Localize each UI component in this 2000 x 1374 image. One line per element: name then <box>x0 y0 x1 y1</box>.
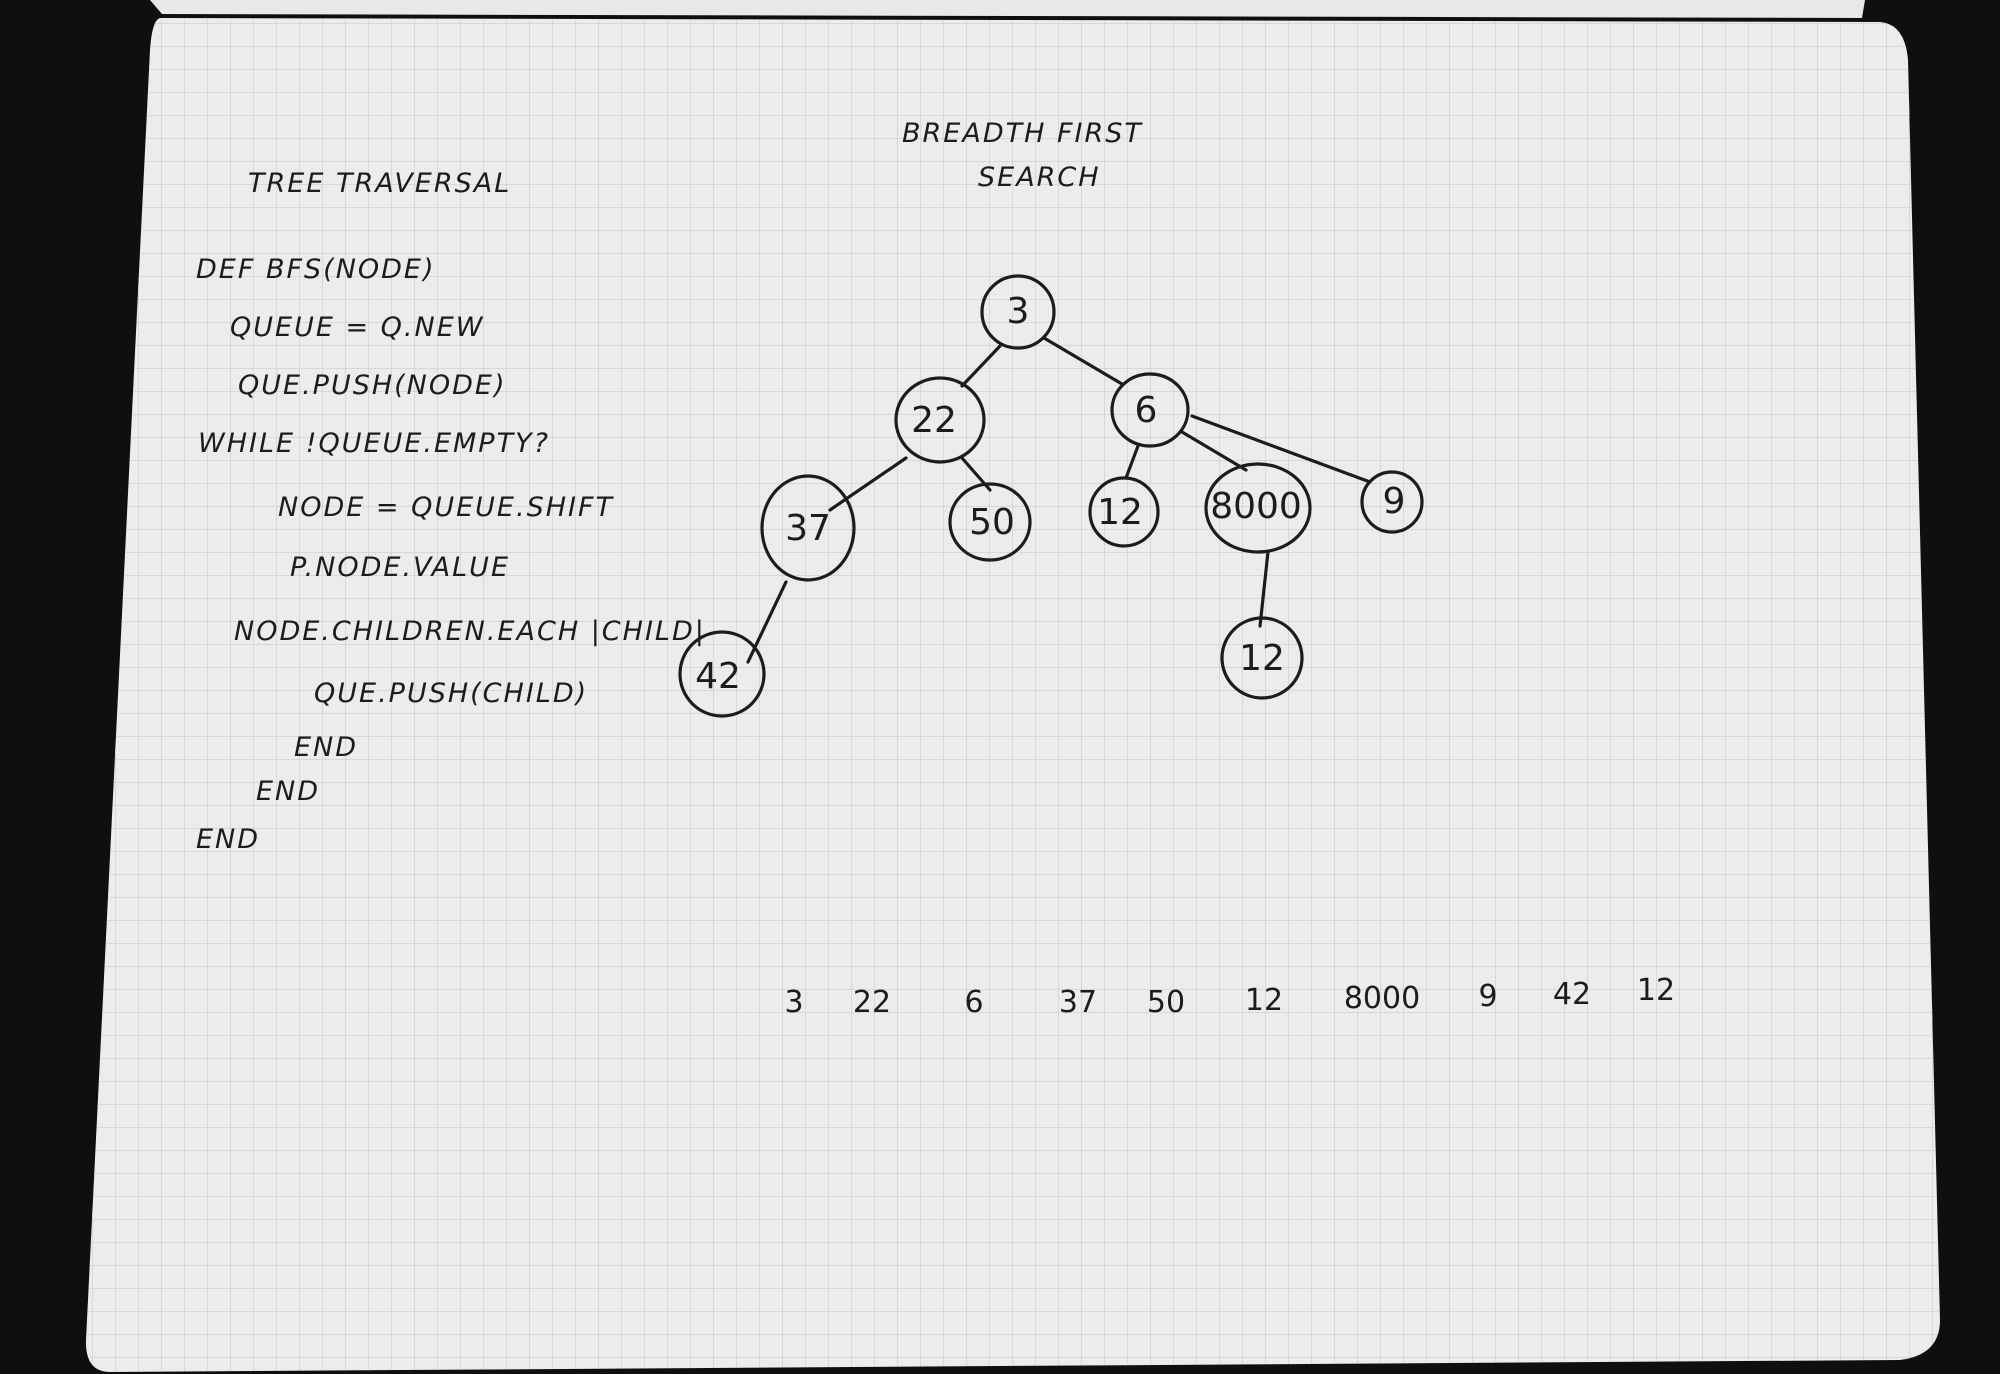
tree-edge <box>1042 336 1124 386</box>
traversal-value: 6 <box>964 985 983 1020</box>
diagram-title-line-2: SEARCH <box>978 162 1101 193</box>
code-line: NODE = QUEUE.SHIFT <box>278 492 615 523</box>
traversal-value: 3 <box>784 985 803 1020</box>
tree-node-label: 3 <box>1007 291 1030 332</box>
traversal-value: 12 <box>1637 973 1675 1008</box>
tree-node-label: 50 <box>969 502 1015 543</box>
code-line: QUE.PUSH(CHILD) <box>314 678 588 709</box>
tree-node-label: 42 <box>695 656 741 697</box>
code-line: WHILE !QUEUE.EMPTY? <box>198 428 550 459</box>
tree-node-label: 9 <box>1383 481 1406 522</box>
traversal-value: 22 <box>853 985 891 1020</box>
tree-node-label: 12 <box>1239 638 1285 679</box>
tree-edge <box>1190 414 1372 484</box>
tree-node-label: 12 <box>1097 492 1143 533</box>
traversal-value: 37 <box>1059 985 1097 1020</box>
code-line: END <box>256 776 320 807</box>
code-line: END <box>294 732 358 763</box>
tree-node: 12 <box>1088 476 1160 548</box>
tree-node-label: 8000 <box>1210 486 1302 527</box>
tree-node: 9 <box>1360 470 1424 534</box>
bfs-pseudocode: DEF BFS(NODE) QUEUE = Q.NEW QUE.PUSH(NOD… <box>196 254 706 855</box>
tree-edge <box>1124 444 1140 480</box>
code-line: END <box>196 824 260 855</box>
tree-edge <box>1258 550 1270 628</box>
headline-text: TREE TRAVERSAL <box>248 168 511 199</box>
tree-node: 3 <box>980 274 1056 350</box>
tree-nodes: 3 22 6 37 50 12 <box>678 274 1424 718</box>
page-top-edge <box>150 0 1865 18</box>
code-line: QUE.PUSH(NODE) <box>238 370 507 401</box>
tree-node: 42 <box>678 630 766 718</box>
code-line: NODE.CHILDREN.EACH |CHILD| <box>234 616 706 647</box>
code-line: QUEUE = Q.NEW <box>230 312 484 343</box>
tree-node: 12 <box>1220 616 1304 700</box>
tree-edge <box>960 344 1002 388</box>
grid-paper <box>85 18 1940 1372</box>
code-line: P.NODE.VALUE <box>290 552 510 583</box>
tree-node-label: 6 <box>1135 390 1158 431</box>
code-line: DEF BFS(NODE) <box>196 254 436 285</box>
tree-node: 8000 <box>1204 462 1312 554</box>
traversal-value: 12 <box>1245 983 1283 1018</box>
traversal-value: 50 <box>1147 985 1185 1020</box>
tree-node: 22 <box>894 376 986 464</box>
traversal-value: 9 <box>1478 979 1497 1014</box>
tree-node: 6 <box>1110 372 1190 448</box>
tree-node-label: 22 <box>911 400 957 441</box>
traversal-value: 8000 <box>1344 981 1420 1016</box>
tree-node-label: 37 <box>785 508 831 549</box>
diagram-title-line-1: BREADTH FIRST <box>902 118 1143 149</box>
tree-node: 50 <box>948 482 1032 562</box>
traversal-value: 42 <box>1553 977 1591 1012</box>
tree-node: 37 <box>760 474 856 582</box>
tree-edge <box>828 456 908 512</box>
tree-edge <box>1180 430 1248 472</box>
traversal-output: 3 22 6 37 50 12 8000 9 42 12 <box>784 973 1675 1020</box>
